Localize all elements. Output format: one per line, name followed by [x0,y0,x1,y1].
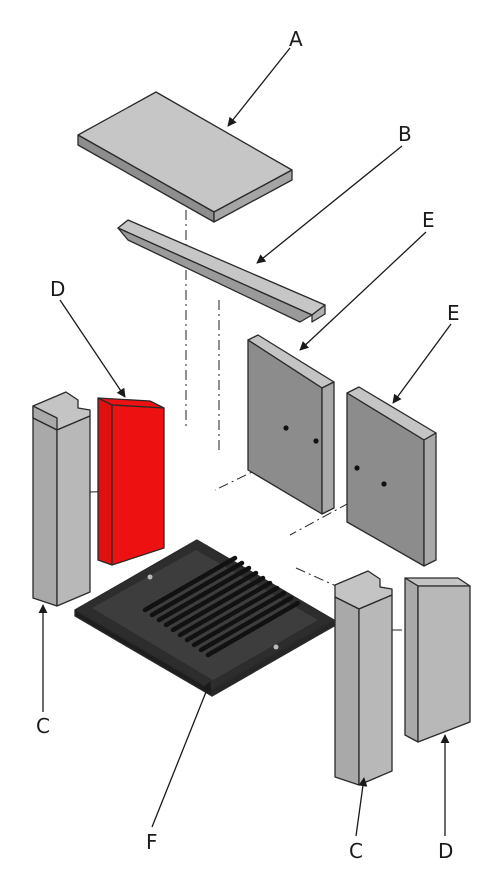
label-e-top: E [422,208,435,232]
assembly-lines [89,190,412,631]
label-d-left: D [50,277,65,301]
label-e-right: E [447,301,460,325]
part-a-top-plate [77,91,293,223]
part-d-right-brick [404,577,471,743]
part-e-side-panel [346,386,437,567]
label-a: A [289,27,303,51]
part-b-angled-baffle [117,219,326,323]
part-e-back-panel [247,334,335,515]
part-f-grate [74,539,335,697]
label-c-right: C [349,839,363,863]
label-f: F [146,830,158,854]
part-c-right-brick [334,570,393,786]
part-d-left-brick-highlighted [97,397,165,566]
label-c-left: C [36,714,50,738]
label-b: B [398,122,412,146]
leader-lines [38,47,452,837]
part-c-left-brick [32,391,91,607]
label-d-right: D [438,839,453,863]
